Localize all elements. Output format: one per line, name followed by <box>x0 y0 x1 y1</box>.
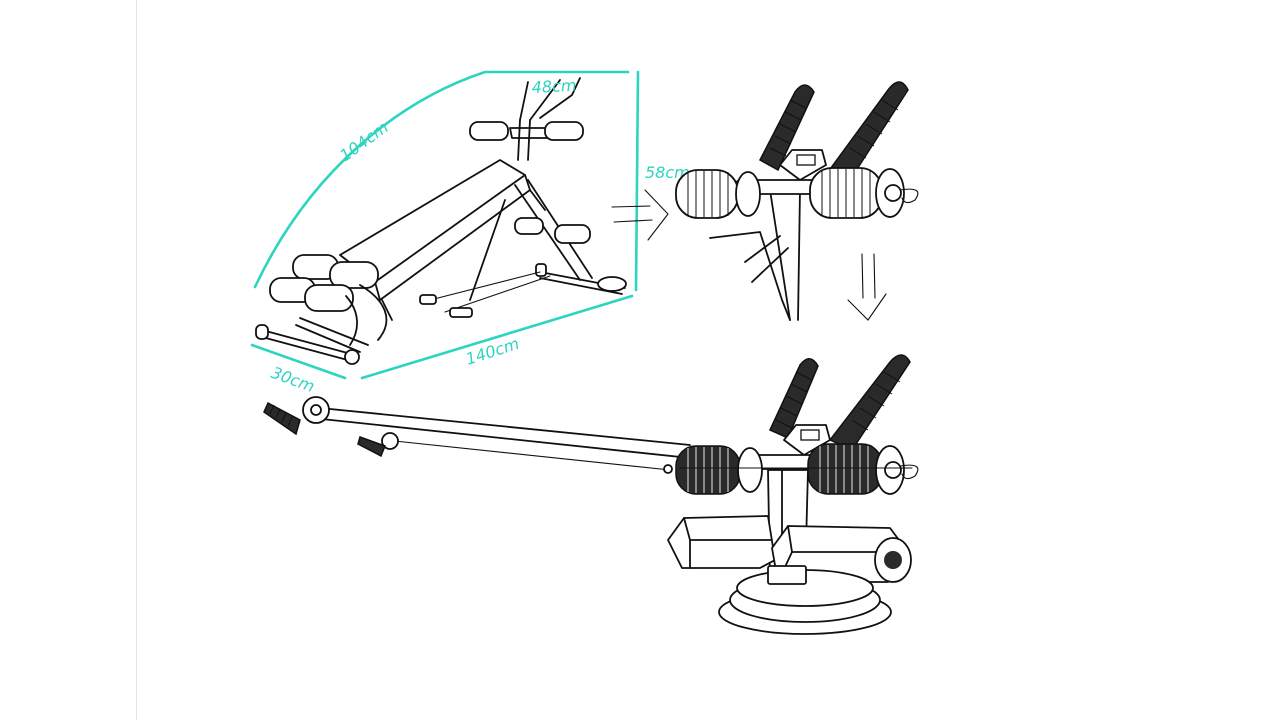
height-label: 58cm <box>645 163 690 182</box>
width-label: 48cm <box>531 76 577 97</box>
handlebar-detail <box>675 81 919 321</box>
dimension-lines <box>250 70 640 380</box>
depth-label: 30cm <box>269 363 318 396</box>
bench-illustration <box>255 77 627 365</box>
diagonal-label: 104cm <box>336 118 392 166</box>
assembled-unit <box>263 354 919 635</box>
double-arrow-down-icon <box>847 253 887 321</box>
slide-margin-line <box>136 0 137 720</box>
double-arrow-right-icon <box>611 189 669 241</box>
